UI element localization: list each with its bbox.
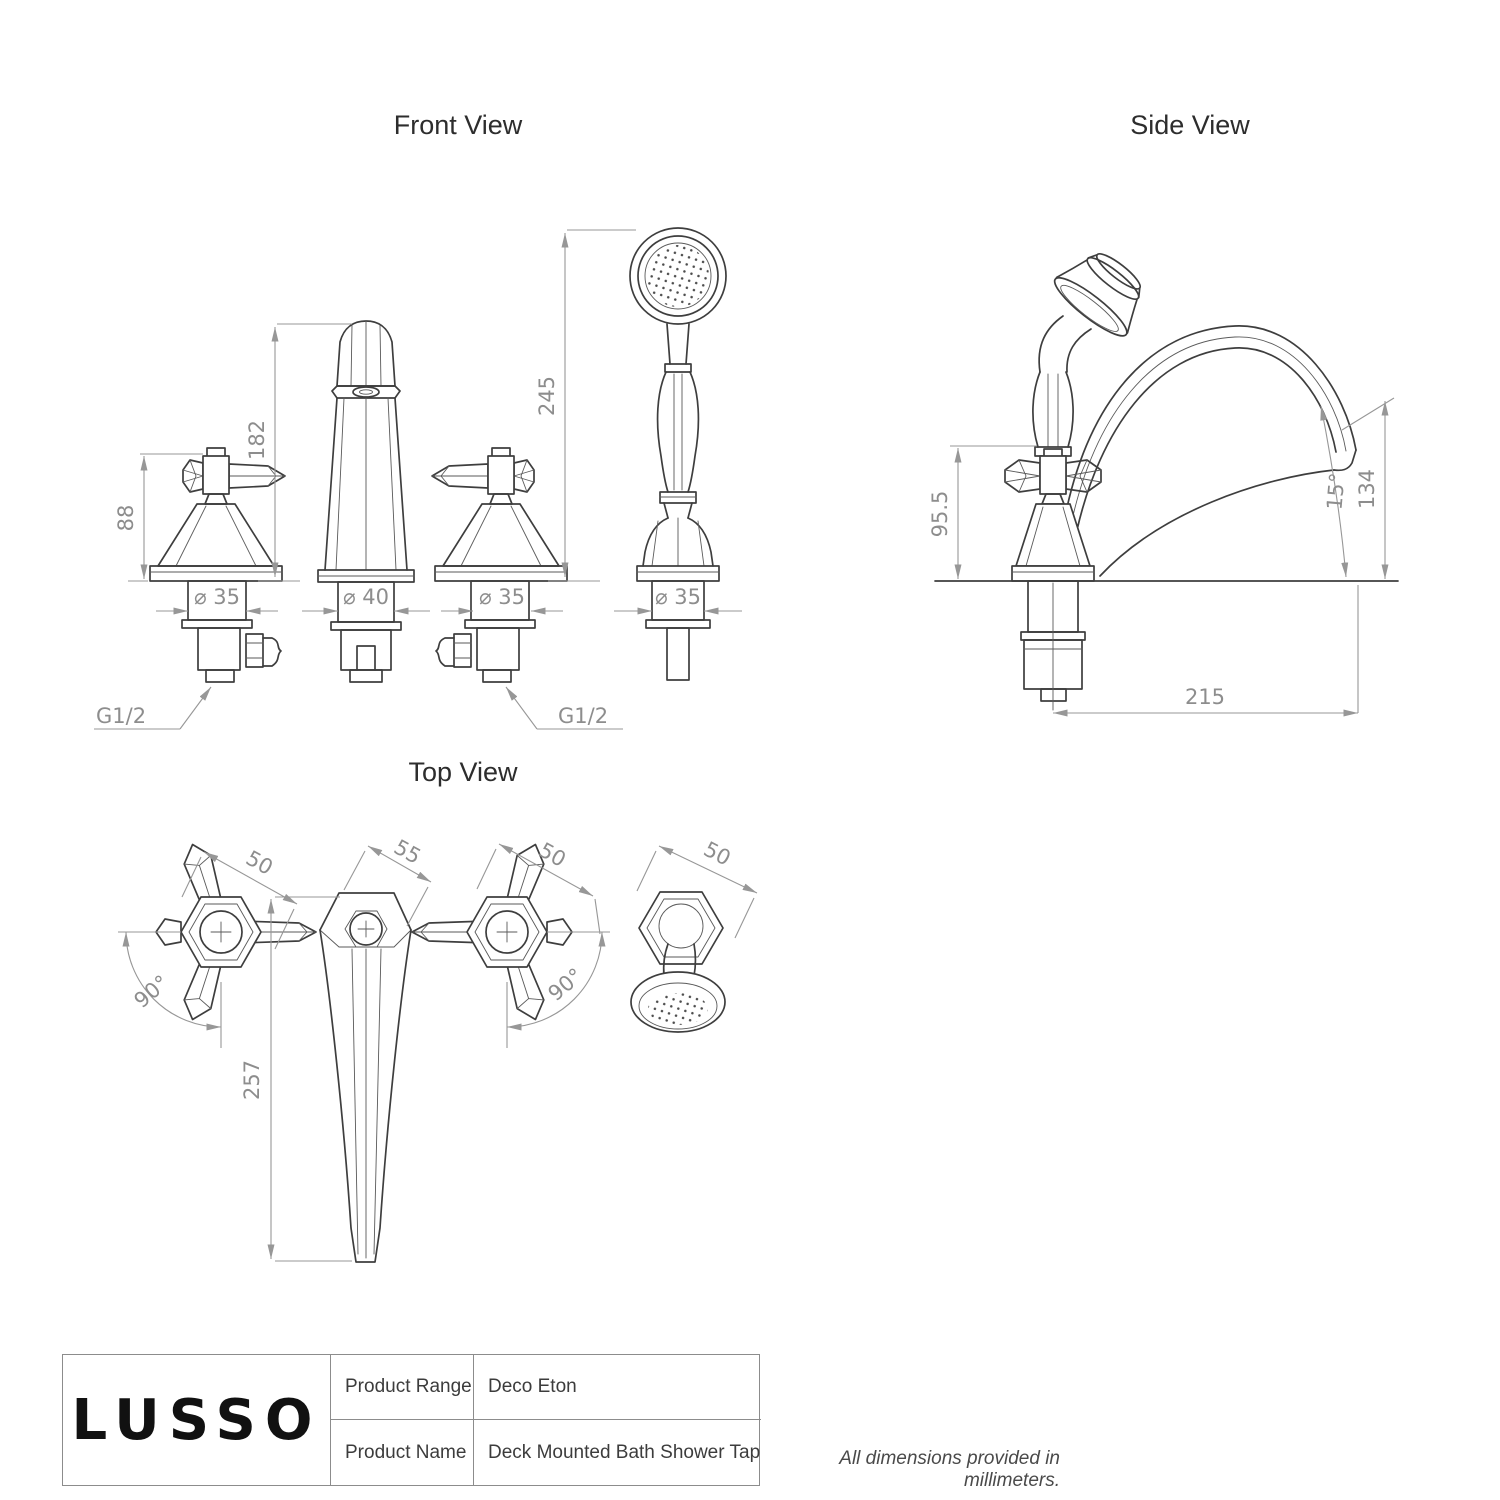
dimensions-note: All dimensions provided in millimeters. xyxy=(839,1448,1060,1491)
title-block-label-product-name: Product Name xyxy=(331,1420,474,1485)
front-view-title: Front View xyxy=(394,110,523,140)
dim-front-spout-height: 182 xyxy=(245,420,269,460)
spray-face-dots-top xyxy=(648,993,708,1025)
callout-thread-left: G1/2 xyxy=(96,704,146,728)
dim-side-spout-reach: 215 xyxy=(1185,685,1225,709)
dim-top-handshower-width: 50 xyxy=(700,837,735,871)
top-spout xyxy=(319,892,412,1263)
title-block-value-product-range: Deco Eton xyxy=(474,1355,761,1420)
front-dimensions: 88 182 245 ⌀ 35 ⌀ 40 ⌀ 35 ⌀ 35 G xyxy=(96,229,742,728)
top-view-title: Top View xyxy=(408,757,518,787)
dim-front-handshower-dia: ⌀ 35 xyxy=(655,585,701,609)
dim-front-handshower-height: 245 xyxy=(535,376,559,416)
side-dimensions: 95.5 15° 134 215 xyxy=(928,397,1395,717)
dim-front-spout-dia: ⌀ 40 xyxy=(343,585,389,609)
front-right-valve xyxy=(432,448,623,729)
callout-thread-right: G1/2 xyxy=(558,704,608,728)
front-spout xyxy=(317,320,415,683)
side-handshower xyxy=(1032,252,1142,457)
side-view: Side View xyxy=(928,110,1399,717)
dim-side-spout-tip-height: 134 xyxy=(1355,469,1379,509)
dim-front-valve-left-dia: ⌀ 35 xyxy=(194,585,240,609)
spray-face-dots xyxy=(647,245,709,307)
dim-top-left-handle-rotation: 90° xyxy=(130,970,174,1012)
front-left-valve xyxy=(94,448,285,729)
dim-top-spout-length: 257 xyxy=(240,1060,264,1100)
title-block-value-product-name: Deck Mounted Bath Shower Tap xyxy=(488,1441,761,1463)
dim-front-handle-height: 88 xyxy=(114,505,138,532)
dim-top-spout-width: 55 xyxy=(390,835,425,869)
dim-top-right-handle-rotation: 90° xyxy=(544,963,588,1005)
top-right-handle xyxy=(412,840,610,1048)
dim-side-handle-height: 95.5 xyxy=(928,491,952,538)
title-block: LUSSO Product Range Deco Eton Product Na… xyxy=(62,1354,761,1486)
top-left-handle xyxy=(118,840,316,1048)
top-view: Top View xyxy=(118,757,758,1263)
dim-front-valve-right-dia: ⌀ 35 xyxy=(479,585,525,609)
dim-top-left-handle-width: 50 xyxy=(242,846,277,880)
top-handshower xyxy=(630,891,726,1033)
side-valve xyxy=(1004,448,1102,711)
brand-logo-text: LUSSO xyxy=(71,1387,322,1453)
dim-side-spout-angle: 15° xyxy=(1322,472,1349,511)
front-view: Front View xyxy=(94,110,742,729)
side-spout xyxy=(1065,325,1357,577)
side-view-title: Side View xyxy=(1130,110,1250,140)
title-block-label-product-range: Product Range xyxy=(331,1355,474,1420)
front-handshower xyxy=(629,227,727,681)
brand-logo: LUSSO xyxy=(63,1355,331,1485)
